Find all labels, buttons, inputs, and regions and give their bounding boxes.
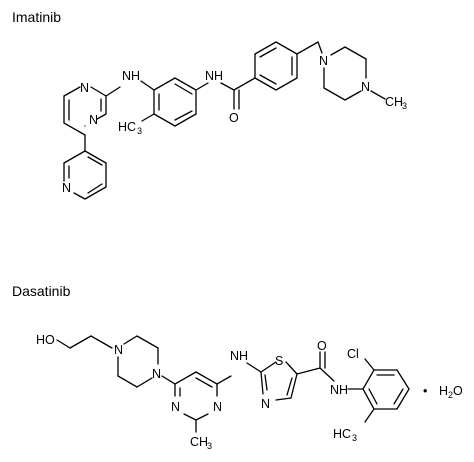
imatinib-methyl-subscript: 3 xyxy=(137,126,142,136)
dasatinib-nh-link-n: N xyxy=(230,349,239,363)
dasatinib-methyl-subscript: 3 xyxy=(207,441,212,451)
dasatinib-pyrimidine-n-2: N xyxy=(213,400,222,414)
dasatinib-pyrimidine-ring xyxy=(174,371,218,421)
imatinib-methyl-h: H xyxy=(118,120,127,134)
imatinib-piperazine-n-2: N xyxy=(361,80,370,94)
imatinib-n-methyl-subscript: 3 xyxy=(402,101,407,111)
imatinib-pyrimidine-n-2: N xyxy=(89,113,98,127)
dasatinib-aryl-methyl-subscript: 3 xyxy=(352,433,357,443)
imatinib-carbonyl-o: O xyxy=(229,111,239,125)
imatinib-nh-link-1-n: N xyxy=(122,69,131,83)
dasatinib-structure: HO N N xyxy=(36,333,463,451)
hydrate-dot: • xyxy=(423,384,427,398)
dasatinib-aryl-methyl-c: C xyxy=(342,427,351,441)
dasatinib-hydroxyl: HO xyxy=(36,333,55,347)
imatinib-amide-n: N xyxy=(205,69,214,83)
imatinib-pyrimidine-n-1: N xyxy=(80,81,89,95)
dasatinib-piperazine-n-1: N xyxy=(114,343,123,357)
imatinib-pyridine-ring xyxy=(63,150,107,200)
dasatinib-pyrimidine-n-1: N xyxy=(171,400,180,414)
dasatinib-methyl-ch: CH xyxy=(190,435,208,449)
imatinib-structure: N N N N H xyxy=(62,41,407,200)
water-o: O xyxy=(453,384,463,398)
water-subscript: 2 xyxy=(448,390,453,400)
dasatinib-thiazole-ring xyxy=(260,361,298,401)
dasatinib-aryl-methyl-h: H xyxy=(333,427,342,441)
imatinib-piperazine-ring xyxy=(323,46,367,101)
imatinib-methyl-c: C xyxy=(127,120,136,134)
dasatinib-amide-n: N xyxy=(330,383,339,397)
imatinib-amide-h: H xyxy=(214,69,223,83)
imatinib-pyrimidine-ring xyxy=(63,86,107,136)
dasatinib-piperazine-ring xyxy=(117,335,159,388)
dasatinib-nh-link-h: H xyxy=(239,349,248,363)
water-h: H xyxy=(439,384,448,398)
dasatinib-chlorophenyl-ring xyxy=(362,369,410,410)
imatinib-central-benzene-ring xyxy=(153,77,197,127)
dasatinib-amide-h: H xyxy=(339,383,348,397)
dasatinib-piperazine-n-2: N xyxy=(152,367,161,381)
dasatinib-carbonyl-o: O xyxy=(317,339,327,353)
dasatinib-thiazole-s: S xyxy=(275,354,283,368)
imatinib-right-benzene-ring xyxy=(254,41,298,91)
imatinib-piperazine-n-1: N xyxy=(319,54,328,68)
imatinib-nh-link-1-h: H xyxy=(131,69,140,83)
imatinib-n-methyl-ch: CH xyxy=(385,95,403,109)
dasatinib-title: Dasatinib xyxy=(12,283,71,299)
dasatinib-chloro: Cl xyxy=(347,347,359,361)
imatinib-pyridine-n: N xyxy=(62,181,71,195)
imatinib-title: Imatinib xyxy=(12,9,62,25)
dasatinib-thiazole-n: N xyxy=(261,397,270,411)
